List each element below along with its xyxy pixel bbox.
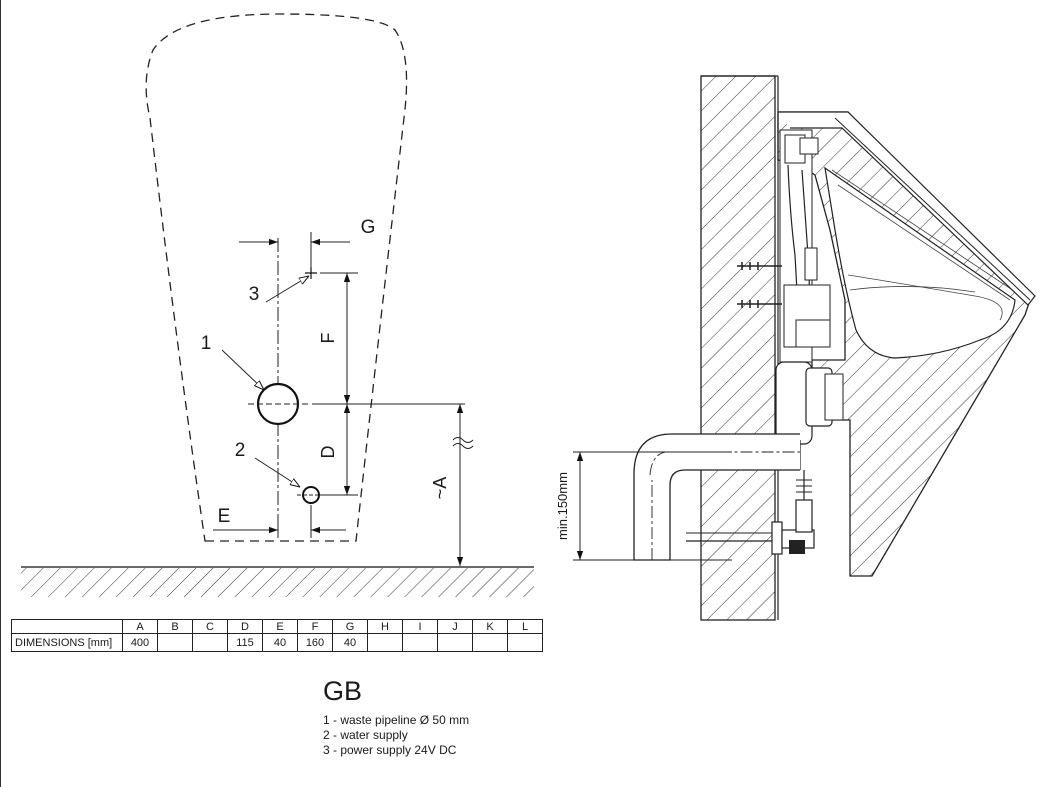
table-header-row: A B C D E F G H I J K L bbox=[11, 619, 543, 634]
table-cell-d: 115 bbox=[227, 633, 263, 652]
language-code: GB bbox=[323, 676, 363, 706]
table-cell-i bbox=[402, 633, 438, 652]
table-cell-k bbox=[472, 633, 508, 652]
dimensions-table: A B C D E F G H I J K L DIMENSIONS [mm] … bbox=[11, 619, 543, 652]
table-col-d: D bbox=[227, 619, 263, 634]
legend-item-2: 2 - water supply bbox=[323, 728, 408, 742]
min-height-label: min.150mm bbox=[555, 472, 570, 540]
table-col-h: H bbox=[367, 619, 403, 634]
table-col-e: E bbox=[262, 619, 298, 634]
legend-item-3: 3 - power supply 24V DC bbox=[323, 743, 457, 757]
floor-hatch bbox=[21, 568, 534, 598]
table-col-i: I bbox=[402, 619, 438, 634]
table-cell-j bbox=[437, 633, 473, 652]
table-col-g: G bbox=[332, 619, 368, 634]
table-cell-e: 40 bbox=[262, 633, 298, 652]
dim-label-e: E bbox=[218, 506, 231, 527]
side-view: min.150mm bbox=[555, 75, 1036, 621]
table-col-b: B bbox=[157, 619, 193, 634]
urinal-bowl bbox=[824, 166, 1016, 359]
table-corner-cell bbox=[11, 619, 123, 634]
water-supply-valve bbox=[795, 499, 813, 533]
table-cell-h bbox=[367, 633, 403, 652]
urinal-outline bbox=[145, 13, 408, 542]
item-label-1: 1 bbox=[201, 333, 212, 354]
table-cell-g: 40 bbox=[332, 633, 368, 652]
table-col-k: K bbox=[472, 619, 508, 634]
table-cell-b bbox=[157, 633, 193, 652]
table-cell-c bbox=[192, 633, 228, 652]
item-label-2: 2 bbox=[235, 440, 246, 461]
legend-item-1: 1 - waste pipeline Ø 50 mm bbox=[323, 713, 470, 727]
table-row-label: DIMENSIONS [mm] bbox=[11, 633, 123, 652]
table-cell-f: 160 bbox=[297, 633, 333, 652]
wall-section bbox=[700, 75, 776, 621]
table-cell-a: 400 bbox=[122, 633, 158, 652]
dim-label-g: G bbox=[361, 217, 376, 238]
table-col-l: L bbox=[507, 619, 543, 634]
anchor-bolt-2 bbox=[737, 300, 782, 308]
dim-label-f: F bbox=[318, 333, 338, 344]
table-col-j: J bbox=[437, 619, 473, 634]
power-supply-point bbox=[305, 267, 317, 279]
dim-label-a: ~A bbox=[430, 477, 450, 500]
table-cell-l bbox=[507, 633, 543, 652]
legend: GB 1 - waste pipeline Ø 50 mm 2 - water … bbox=[323, 676, 469, 758]
table-col-c: C bbox=[192, 619, 228, 634]
table-col-a: A bbox=[122, 619, 158, 634]
table-col-f: F bbox=[297, 619, 333, 634]
front-view: G F D E ~A 1 2 3 bbox=[21, 13, 536, 607]
item-label-3: 3 bbox=[249, 284, 260, 305]
table-row: DIMENSIONS [mm] 400 115 40 160 40 bbox=[11, 633, 543, 652]
dim-label-d: D bbox=[318, 446, 338, 459]
anchor-bolt-1 bbox=[737, 262, 782, 270]
